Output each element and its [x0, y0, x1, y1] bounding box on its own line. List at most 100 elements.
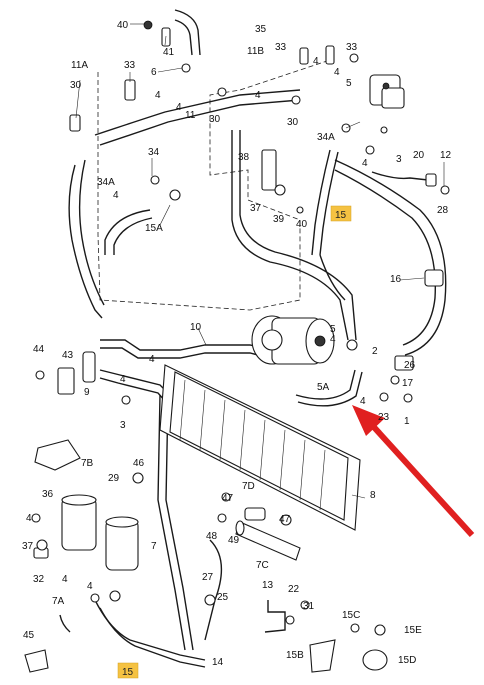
callout-35: 35: [255, 24, 267, 35]
highlight-15-lower: [117, 662, 139, 679]
hose-10-2: [100, 347, 279, 361]
hose-right-loop-2: [334, 169, 437, 346]
hose-11A-left: [68, 164, 103, 319]
callout-33a: 33: [275, 42, 287, 53]
callout-36: 36: [42, 489, 54, 500]
callout-33c: 33: [124, 60, 136, 71]
callout-2: 2: [372, 346, 378, 357]
bracket-15B: [309, 639, 336, 673]
bracket-45: [24, 649, 49, 673]
hose-15-upper: [311, 149, 331, 256]
connector-2: [394, 355, 414, 371]
callout-46: 46: [133, 458, 145, 469]
fitting-15D: [362, 649, 388, 671]
hose-top-40-2: [174, 19, 193, 56]
hose-11-upper-2: [99, 99, 301, 146]
hose-11-vertical-2: [239, 130, 357, 341]
callout-4f: 4: [113, 190, 119, 201]
callout-49: 49: [228, 535, 240, 546]
bracket-38: [261, 149, 277, 191]
callout-4c: 4: [155, 90, 161, 101]
callout-4h: 4: [330, 334, 336, 345]
callout-4j: 4: [120, 374, 126, 385]
expansion-valve: [369, 74, 405, 109]
pressure-switch-7D: [244, 507, 266, 521]
sensor-20: [371, 171, 437, 187]
callout-4k: 4: [360, 396, 366, 407]
callout-32: 32: [33, 574, 45, 585]
filter-7C: [235, 520, 301, 561]
bracket-7B: [34, 439, 81, 471]
callout-30b: 30: [209, 114, 221, 125]
callout-30a: 30: [70, 80, 82, 91]
callout-22: 22: [288, 584, 300, 595]
callout-11A: 11A: [71, 60, 88, 71]
small-fittings: [31, 20, 450, 636]
callout-15D: 15D: [398, 655, 416, 666]
callout-47b: 47: [279, 514, 291, 525]
callout-39: 39: [273, 214, 285, 225]
callout-15B: 15B: [286, 650, 304, 661]
callout-7A: 7A: [52, 596, 65, 607]
callout-5A: 5A: [317, 382, 330, 393]
callout-20: 20: [413, 150, 425, 161]
highlight-15-upper: [330, 205, 352, 222]
hose-14-vertical: [157, 394, 186, 651]
hose-11-upper: [94, 89, 301, 136]
callout-6: 6: [151, 67, 157, 78]
callout-40b: 40: [296, 219, 308, 230]
callout-29: 29: [108, 473, 120, 484]
bracket-9: [82, 351, 96, 383]
callout-30c: 30: [287, 117, 299, 128]
callout-4e: 4: [255, 90, 261, 101]
callout-34Ab: 34A: [97, 177, 115, 188]
callout-31: 31: [303, 601, 315, 612]
callout-8: 8: [370, 490, 376, 501]
hose-15-lower: [94, 599, 206, 661]
callout-38: 38: [238, 152, 250, 163]
callout-13: 13: [262, 580, 274, 591]
hose-27: [204, 539, 223, 641]
callout-1: 1: [404, 416, 410, 427]
hose-9: [99, 369, 171, 396]
receiver-drier-left: [61, 494, 97, 551]
hose-11-vertical: [231, 130, 349, 341]
hose-10: [100, 339, 281, 353]
callout-4m: 4: [62, 574, 68, 585]
callout-5b: 5: [330, 324, 336, 335]
receiver-drier-7: [105, 516, 139, 571]
callout-16: 16: [390, 274, 402, 285]
callout-25: 25: [217, 592, 229, 603]
hose-9-2: [99, 377, 167, 403]
callout-23: 23: [378, 412, 390, 423]
callout-11: 11: [185, 110, 196, 121]
leader-lines: [75, 23, 445, 499]
engine-bay-outline: [97, 59, 331, 311]
hose-top-40: [174, 9, 201, 56]
callout-9: 9: [84, 387, 90, 398]
hose-15A: [104, 209, 151, 255]
hose-15A-2: [113, 217, 153, 255]
hose-5A-2: [297, 371, 363, 407]
callout-34: 34: [148, 147, 160, 158]
hose-5A: [295, 369, 356, 400]
callout-27: 27: [202, 572, 214, 583]
hose-15-lower-2: [99, 607, 206, 668]
callout-4b: 4: [334, 67, 340, 78]
hose-15-upper-2: [319, 151, 339, 256]
callout-4a: 4: [313, 56, 319, 67]
callout-4l: 4: [26, 513, 32, 524]
callout-26: 26: [404, 360, 416, 371]
callout-10: 10: [190, 322, 202, 333]
callout-17: 17: [402, 378, 414, 389]
hose-45: [59, 614, 71, 633]
compressor: [251, 315, 335, 365]
callout-15C: 15C: [342, 610, 360, 621]
callout-15A: 15A: [145, 223, 163, 234]
clip-16: [424, 269, 444, 287]
callout-28: 28: [437, 205, 449, 216]
callout-12: 12: [440, 150, 452, 161]
callout-7B: 7B: [81, 458, 94, 469]
callout-3a: 3: [396, 154, 402, 165]
